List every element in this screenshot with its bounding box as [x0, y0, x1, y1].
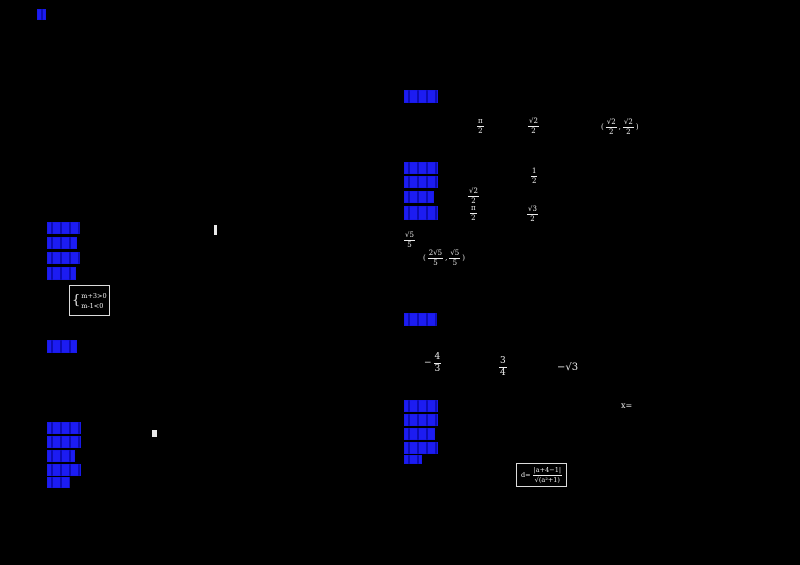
frac-den: 2	[532, 177, 537, 185]
inequality-system-box: { m+3>0 m-1<0	[69, 285, 110, 316]
frac-den: 4	[500, 368, 506, 378]
highlight-bar	[47, 237, 77, 249]
frac-den: 2	[471, 197, 476, 205]
highlight-bar	[404, 442, 438, 454]
highlight-chip-top-left	[37, 9, 46, 20]
highlight-bar	[404, 428, 435, 440]
frac-den: 5	[433, 259, 438, 267]
formula-neg-sqrt3: −√3	[557, 363, 578, 373]
paren-close: )	[635, 123, 639, 131]
frac-num: √5	[404, 231, 415, 241]
frac-den: 3	[434, 364, 441, 374]
highlight-bar	[47, 436, 81, 448]
frac-num: √5	[449, 249, 461, 259]
highlight-bar	[47, 252, 80, 264]
highlight-bar	[47, 450, 75, 462]
frac-num: 1	[531, 167, 538, 177]
paren-close: )	[462, 254, 465, 262]
frac-den: 2	[471, 214, 476, 222]
highlight-bar	[404, 206, 438, 220]
frac-num: √2	[468, 187, 479, 197]
frac-num: √2	[528, 117, 539, 127]
formula-x-equals: x=	[621, 402, 632, 410]
highlight-bar	[404, 455, 422, 464]
inequality-line-1: m+3>0	[81, 291, 107, 300]
highlight-bar	[47, 222, 80, 234]
frac-den: 2	[608, 128, 614, 136]
frac-den: 2	[626, 128, 631, 136]
frac-num: √3	[527, 205, 538, 215]
highlight-bar	[404, 313, 437, 326]
comma: ,	[445, 254, 448, 262]
minus-sign: −	[424, 358, 432, 368]
frac-num: 3	[499, 356, 507, 368]
frac-num: |a+4−1|	[532, 466, 563, 476]
frac-num: √2	[622, 118, 634, 128]
frac-num: 2√5	[427, 249, 444, 259]
highlight-bar	[404, 162, 438, 174]
highlight-bar	[404, 191, 434, 203]
highlight-bar	[47, 422, 81, 434]
frac-num: √2	[605, 118, 617, 128]
paren-open: (	[423, 254, 426, 262]
highlight-bar	[47, 464, 81, 476]
stray-mark	[152, 430, 157, 437]
frac-den: 2	[478, 127, 483, 135]
stray-mark	[214, 225, 217, 235]
paren-open: (	[601, 123, 604, 131]
frac-den: 2	[531, 127, 536, 135]
neg-sqrt3-text: −√3	[557, 362, 579, 373]
highlight-bar	[404, 176, 438, 188]
highlight-bar	[404, 90, 438, 103]
frac-den: 2	[530, 215, 535, 223]
highlight-bar	[47, 267, 76, 280]
highlight-bar	[47, 340, 77, 353]
system-brace: {	[72, 293, 81, 308]
distance-lead: d=	[521, 471, 531, 479]
frac-den: √(a²+1)	[534, 475, 560, 484]
frac-num: π	[477, 117, 484, 127]
frac-num: 4	[433, 352, 442, 364]
x-equals-text: x=	[621, 401, 633, 410]
frac-den: 5	[407, 241, 412, 249]
comma: ,	[618, 123, 621, 131]
highlight-bar	[404, 400, 438, 412]
highlight-bar	[47, 477, 70, 488]
distance-formula-box: d= |a+4−1|√(a²+1)	[516, 463, 568, 487]
highlight-bar	[404, 414, 438, 426]
inequality-line-2: m-1<0	[81, 301, 104, 310]
frac-den: 5	[452, 259, 458, 267]
frac-num: π	[470, 204, 477, 214]
